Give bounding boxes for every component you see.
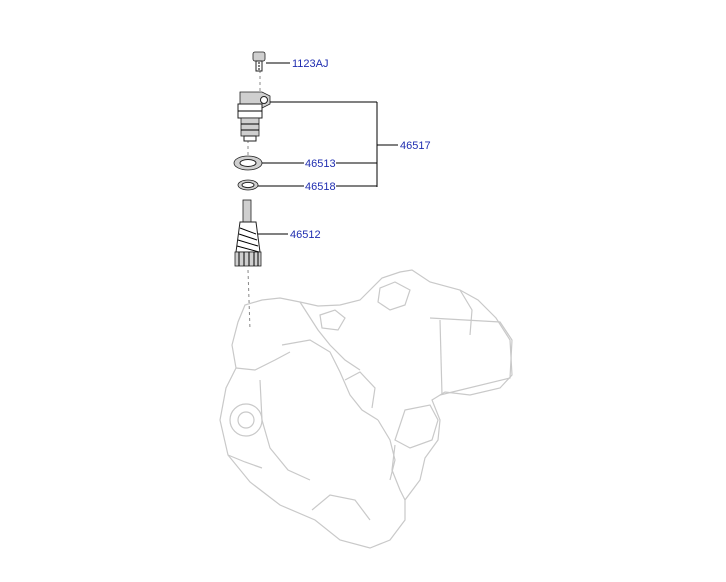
driven-gear-part[interactable] — [234, 199, 262, 267]
callout-oring-small[interactable]: 46518 — [305, 181, 336, 193]
callout-bolt[interactable]: 1123AJ — [292, 58, 329, 70]
callout-sensor-assembly[interactable]: 46517 — [400, 140, 431, 152]
assembly-centerline — [247, 70, 261, 331]
bolt-part[interactable] — [252, 51, 266, 72]
oring-small-part[interactable] — [237, 179, 259, 191]
oring-large-part[interactable] — [233, 155, 263, 171]
speed-sensor-part[interactable] — [237, 91, 271, 142]
callout-oring-large[interactable]: 46513 — [305, 158, 336, 170]
callout-driven-gear[interactable]: 46512 — [290, 229, 321, 241]
leader-lines — [258, 62, 398, 235]
transmission-housing-outline — [219, 269, 513, 549]
